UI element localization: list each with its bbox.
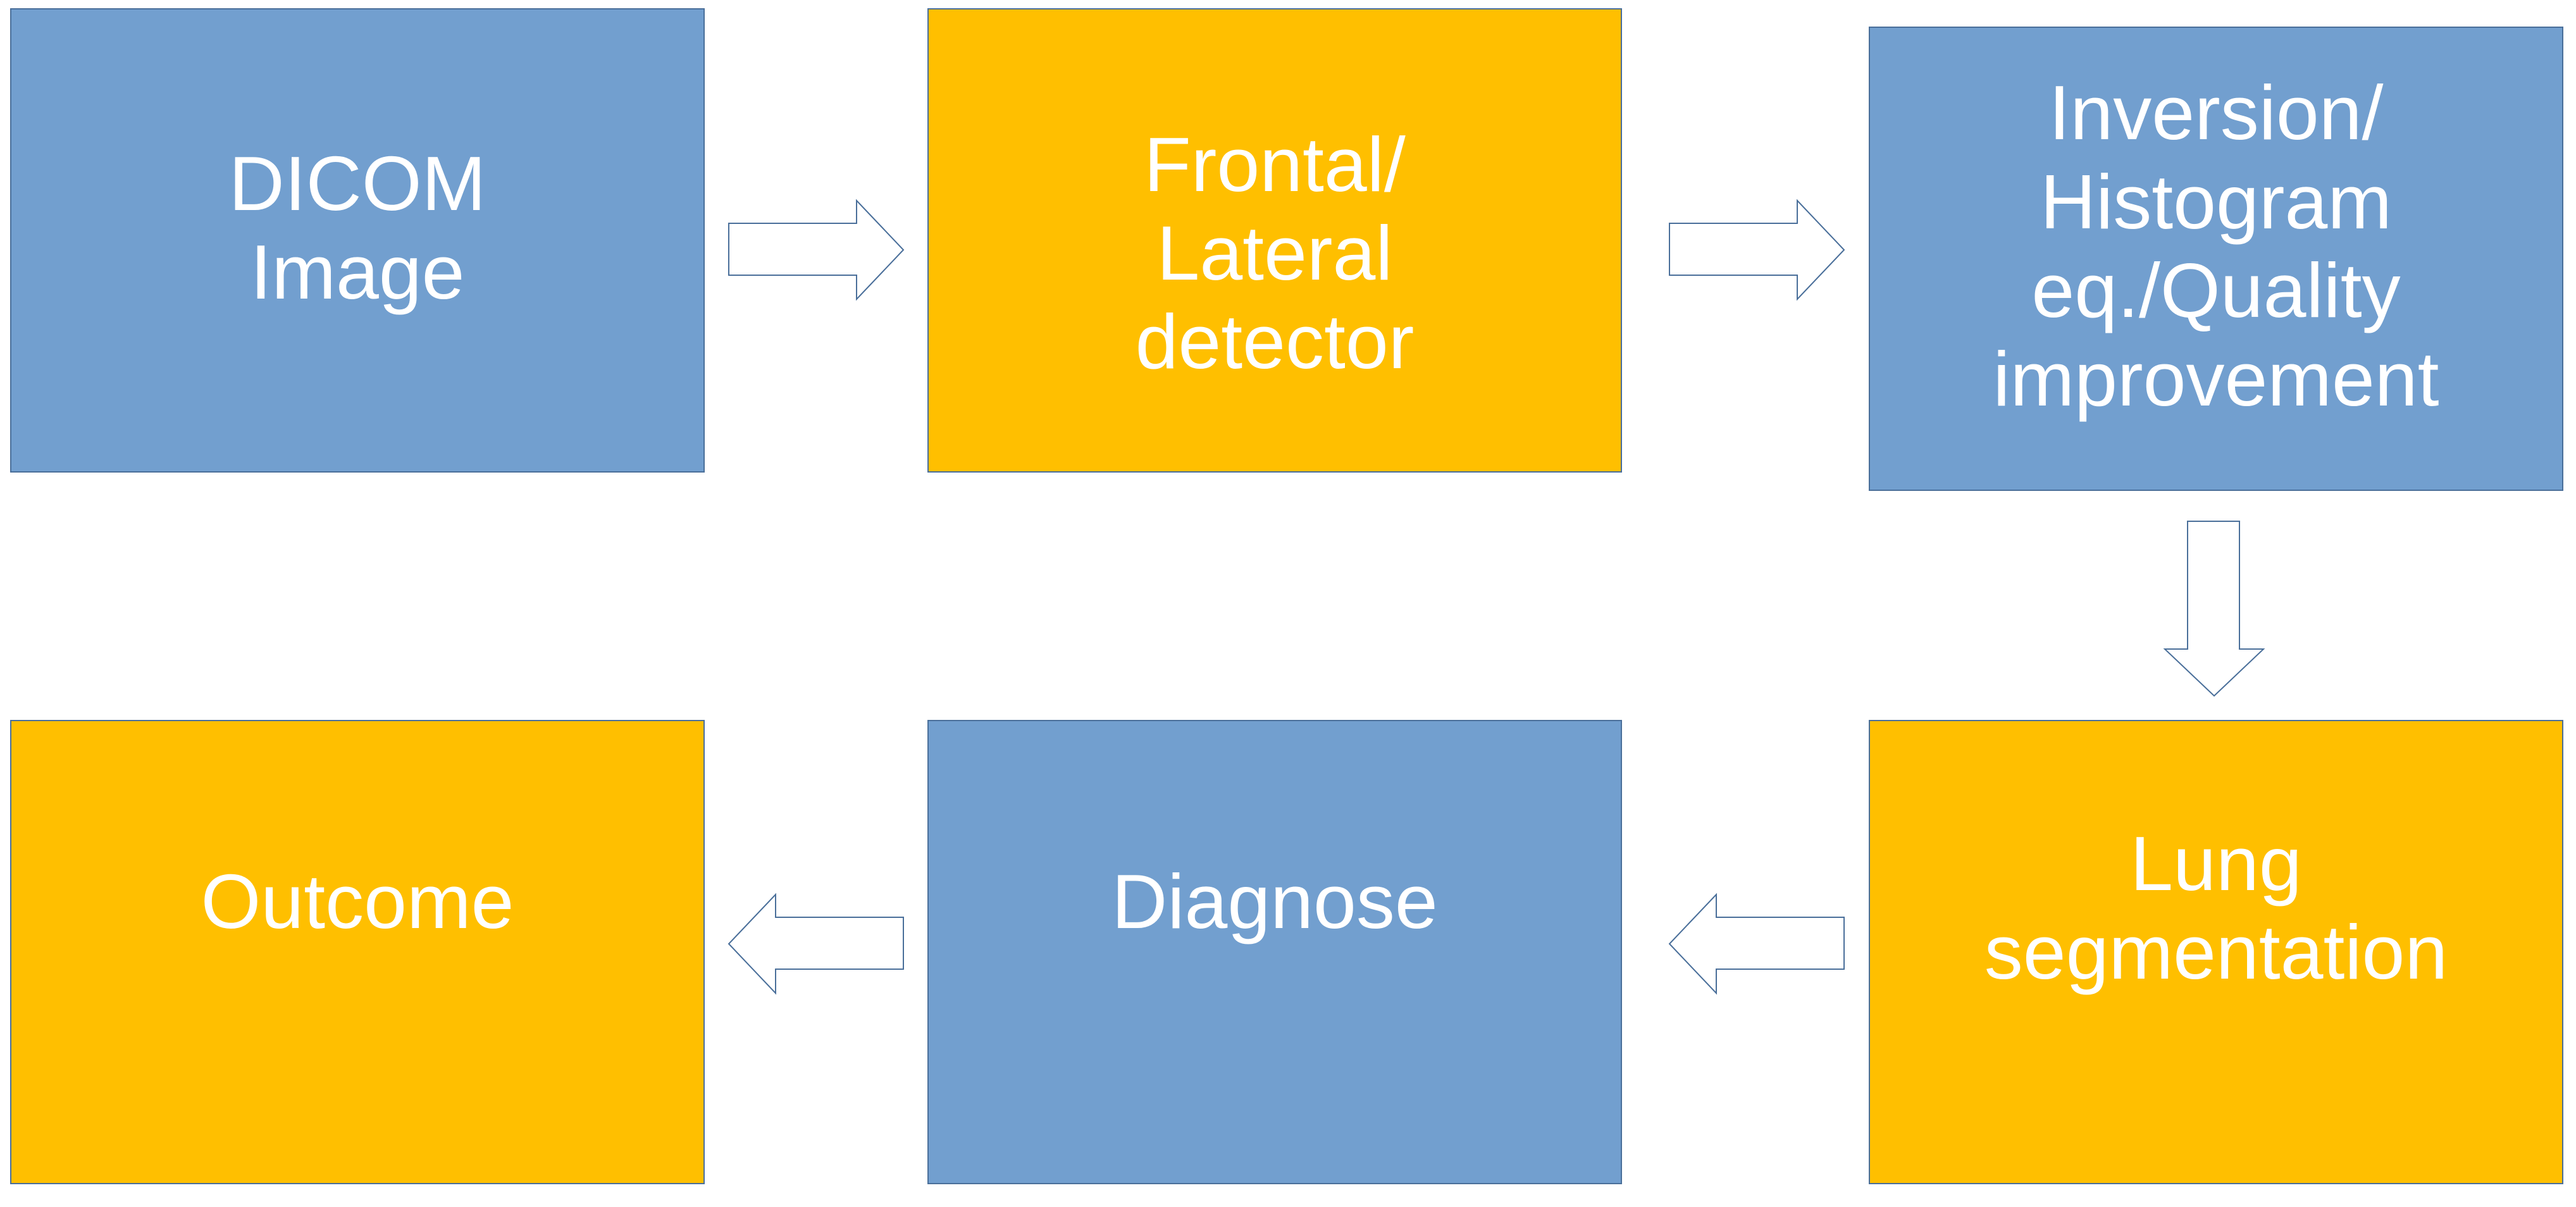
node-lung-segmentation: Lung segmentation	[1869, 720, 2563, 1184]
node-dicom-image-label: DICOM Image	[228, 140, 486, 315]
node-frontal-lateral-detector: Frontal/ Lateral detector	[927, 8, 1622, 473]
node-outcome: Outcome	[10, 720, 705, 1184]
node-dicom-image: DICOM Image	[10, 8, 705, 473]
node-diagnose-label: Diagnose	[1112, 858, 1438, 944]
arrow-down-icon	[2163, 521, 2265, 697]
node-diagnose: Diagnose	[927, 720, 1622, 1184]
arrow-right-icon	[728, 199, 905, 301]
node-lung-segmentation-label: Lung segmentation	[1984, 820, 2448, 995]
node-inversion-histogram-quality-label: Inversion/ Histogram eq./Quality improve…	[1993, 70, 2439, 423]
arrow-left-icon	[1668, 893, 1845, 995]
arrow-left-icon	[728, 893, 904, 995]
arrow-right-icon	[1669, 199, 1845, 301]
node-inversion-histogram-quality: Inversion/ Histogram eq./Quality improve…	[1869, 27, 2563, 491]
node-outcome-label: Outcome	[201, 858, 514, 944]
node-frontal-lateral-detector-label: Frontal/ Lateral detector	[1135, 121, 1415, 385]
